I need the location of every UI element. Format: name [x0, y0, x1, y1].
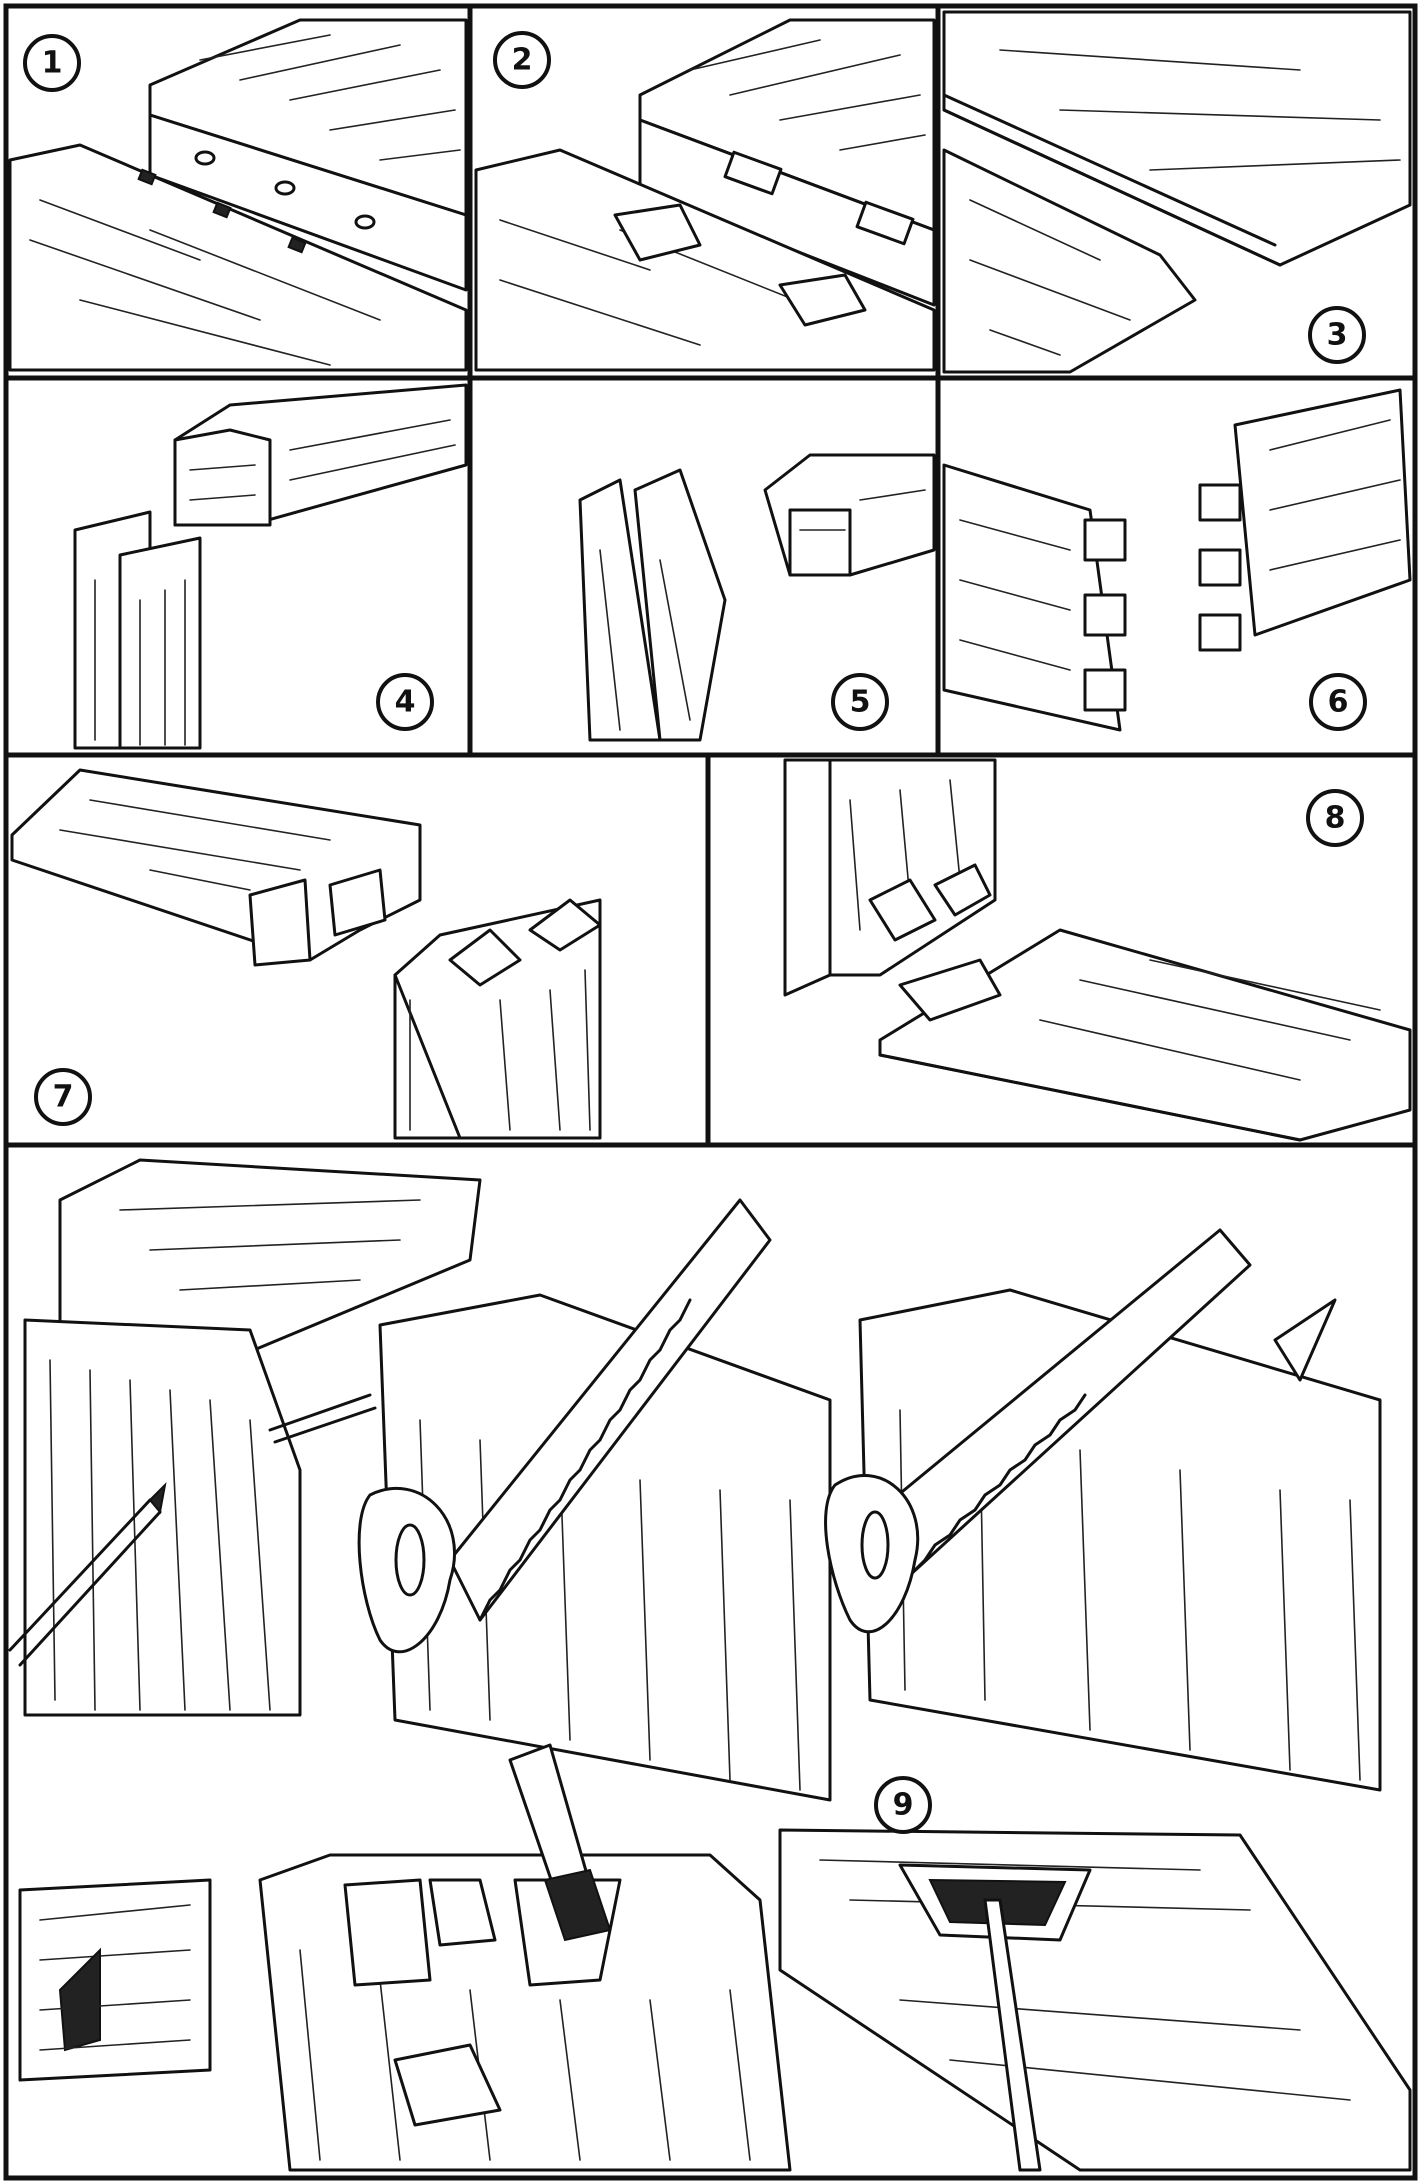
panel-number-badge: 6	[1309, 673, 1367, 731]
panel-number: 5	[850, 685, 871, 720]
pencil-icon	[8, 1482, 167, 1667]
panel-number: 6	[1328, 685, 1349, 720]
panel-2-loose-tenon-joint	[474, 18, 936, 372]
panel-number-badge: 9	[874, 1776, 932, 1834]
panel-7-through-dovetail-joint	[10, 768, 602, 1140]
saw-icon	[357, 1198, 772, 1654]
panel-number-badge: 1	[23, 34, 81, 92]
panel-number: 2	[512, 43, 533, 78]
panel-6-box-joint	[942, 388, 1412, 732]
panel-8-half-blind-dovetail-joint	[783, 758, 1412, 1142]
saw-icon	[824, 1228, 1252, 1634]
panel-number-badge: 8	[1306, 789, 1364, 847]
chisel-icon	[508, 1743, 612, 1942]
pencil-icon	[268, 1393, 377, 1444]
step-sawing-first	[357, 1198, 832, 1802]
panel-number-badge: 5	[831, 673, 889, 731]
panel-5-mitered-slot-joint	[578, 453, 936, 742]
panel-4-bridle-joint	[73, 383, 468, 750]
chisel-icon	[983, 1898, 1042, 2172]
panel-number-badge: 2	[493, 31, 551, 89]
panel-number-badge: 4	[376, 673, 434, 731]
panel-9-dovetail-cutting-sequence	[8, 1158, 1412, 2172]
panel-number-badge: 3	[1308, 306, 1366, 364]
panel-3-tongue-groove-joint	[942, 10, 1412, 374]
panel-1-dowel-joint	[8, 18, 468, 372]
panel-number: 8	[1325, 801, 1346, 836]
panel-number: 9	[893, 1788, 914, 1823]
panel-number: 7	[53, 1080, 74, 1115]
panel-number: 3	[1327, 318, 1348, 353]
step-marking-board	[8, 1158, 482, 1717]
panel-number: 4	[395, 685, 416, 720]
panel-number-badge: 7	[34, 1068, 92, 1126]
step-sawing-second	[824, 1228, 1382, 1792]
panel-number: 1	[42, 46, 63, 81]
step-waste-corner	[18, 1878, 212, 2082]
step-chiseling	[258, 1743, 792, 2172]
panel-grid	[3, 3, 1418, 2181]
step-finished-socket	[778, 1828, 1412, 2172]
